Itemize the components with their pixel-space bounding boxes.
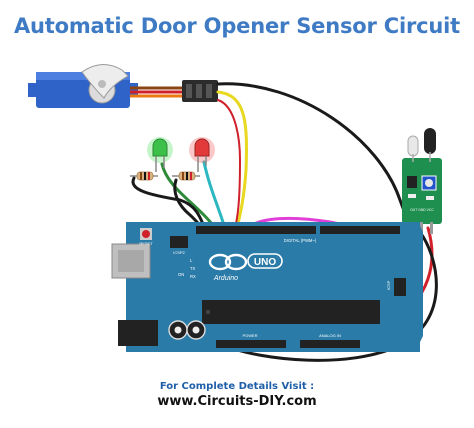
- brand-text: Arduino: [213, 275, 238, 282]
- svg-text:L: L: [190, 258, 193, 263]
- svg-text:ICSP: ICSP: [386, 280, 391, 290]
- svg-text:TX: TX: [190, 266, 196, 271]
- footer-site-link[interactable]: www.Circuits-DIY.com: [157, 394, 317, 409]
- ir-sensor-module: OUT GND VCC: [402, 128, 442, 234]
- svg-text:ANALOG IN: ANALOG IN: [319, 333, 341, 338]
- servo-motor: [28, 64, 138, 108]
- svg-text:POWER: POWER: [242, 333, 257, 338]
- arduino-uno-board: RESET ICSP2 DIGITAL (PWM~) L TX RX UNO A…: [111, 222, 423, 352]
- footer-details-text: For Complete Details Visit :: [159, 381, 315, 392]
- resistor-left: [130, 171, 158, 181]
- icsp2-header: ICSP2: [170, 236, 188, 255]
- digital-header: DIGITAL (PWM~): [196, 226, 400, 243]
- resistor-right: [172, 171, 200, 181]
- arduino-logo: UNO Arduino: [208, 253, 283, 282]
- uno-logo-text: UNO: [254, 257, 276, 268]
- svg-text:RX: RX: [190, 274, 196, 279]
- green-led: [147, 137, 173, 172]
- reset-label: RESET: [139, 241, 153, 246]
- servo-cable: [130, 80, 218, 102]
- svg-text:ON: ON: [178, 272, 184, 277]
- power-header: POWER: [216, 333, 286, 348]
- red-led: [189, 137, 215, 172]
- svg-text:DIGITAL (PWM~): DIGITAL (PWM~): [284, 238, 317, 243]
- svg-text:ICSP2: ICSP2: [173, 250, 185, 255]
- analog-header: ANALOG IN: [300, 333, 360, 348]
- sensor-pin-labels: OUT GND VCC: [410, 208, 434, 212]
- icsp-header: ICSP: [386, 278, 406, 296]
- page-title: Automatic Door Opener Sensor Circuit: [14, 14, 460, 38]
